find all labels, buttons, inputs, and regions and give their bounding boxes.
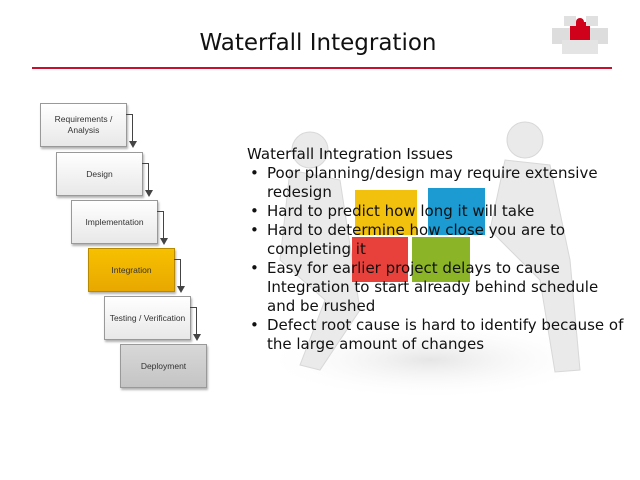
flow-arrow [142, 163, 153, 197]
issue-item: Defect root cause is hard to identify be… [247, 316, 627, 354]
issue-item: Easy for earlier project delays to cause… [247, 259, 627, 316]
flow-arrow [190, 307, 201, 341]
issue-item: Hard to determine how close you are to c… [247, 221, 627, 259]
issues-content: Waterfall Integration Issues Poor planni… [247, 145, 627, 354]
step-deployment: Deployment [120, 344, 207, 388]
puzzle-cube-icon [552, 16, 608, 54]
step-integration: Integration [88, 248, 175, 292]
title-divider [32, 67, 612, 69]
flow-arrow [126, 114, 137, 148]
issues-heading: Waterfall Integration Issues [247, 145, 453, 163]
flow-arrow [157, 211, 168, 245]
slide-title: Waterfall Integration [199, 30, 437, 56]
issue-item: Poor planning/design may require extensi… [247, 164, 627, 202]
flow-arrow [174, 259, 185, 293]
issues-list: Poor planning/design may require extensi… [247, 164, 627, 354]
step-testing: Testing / Verification [104, 296, 191, 340]
step-requirements: Requirements / Analysis [40, 103, 127, 147]
issue-item: Hard to predict how long it will take [247, 202, 627, 221]
step-implementation: Implementation [71, 200, 158, 244]
step-design: Design [56, 152, 143, 196]
